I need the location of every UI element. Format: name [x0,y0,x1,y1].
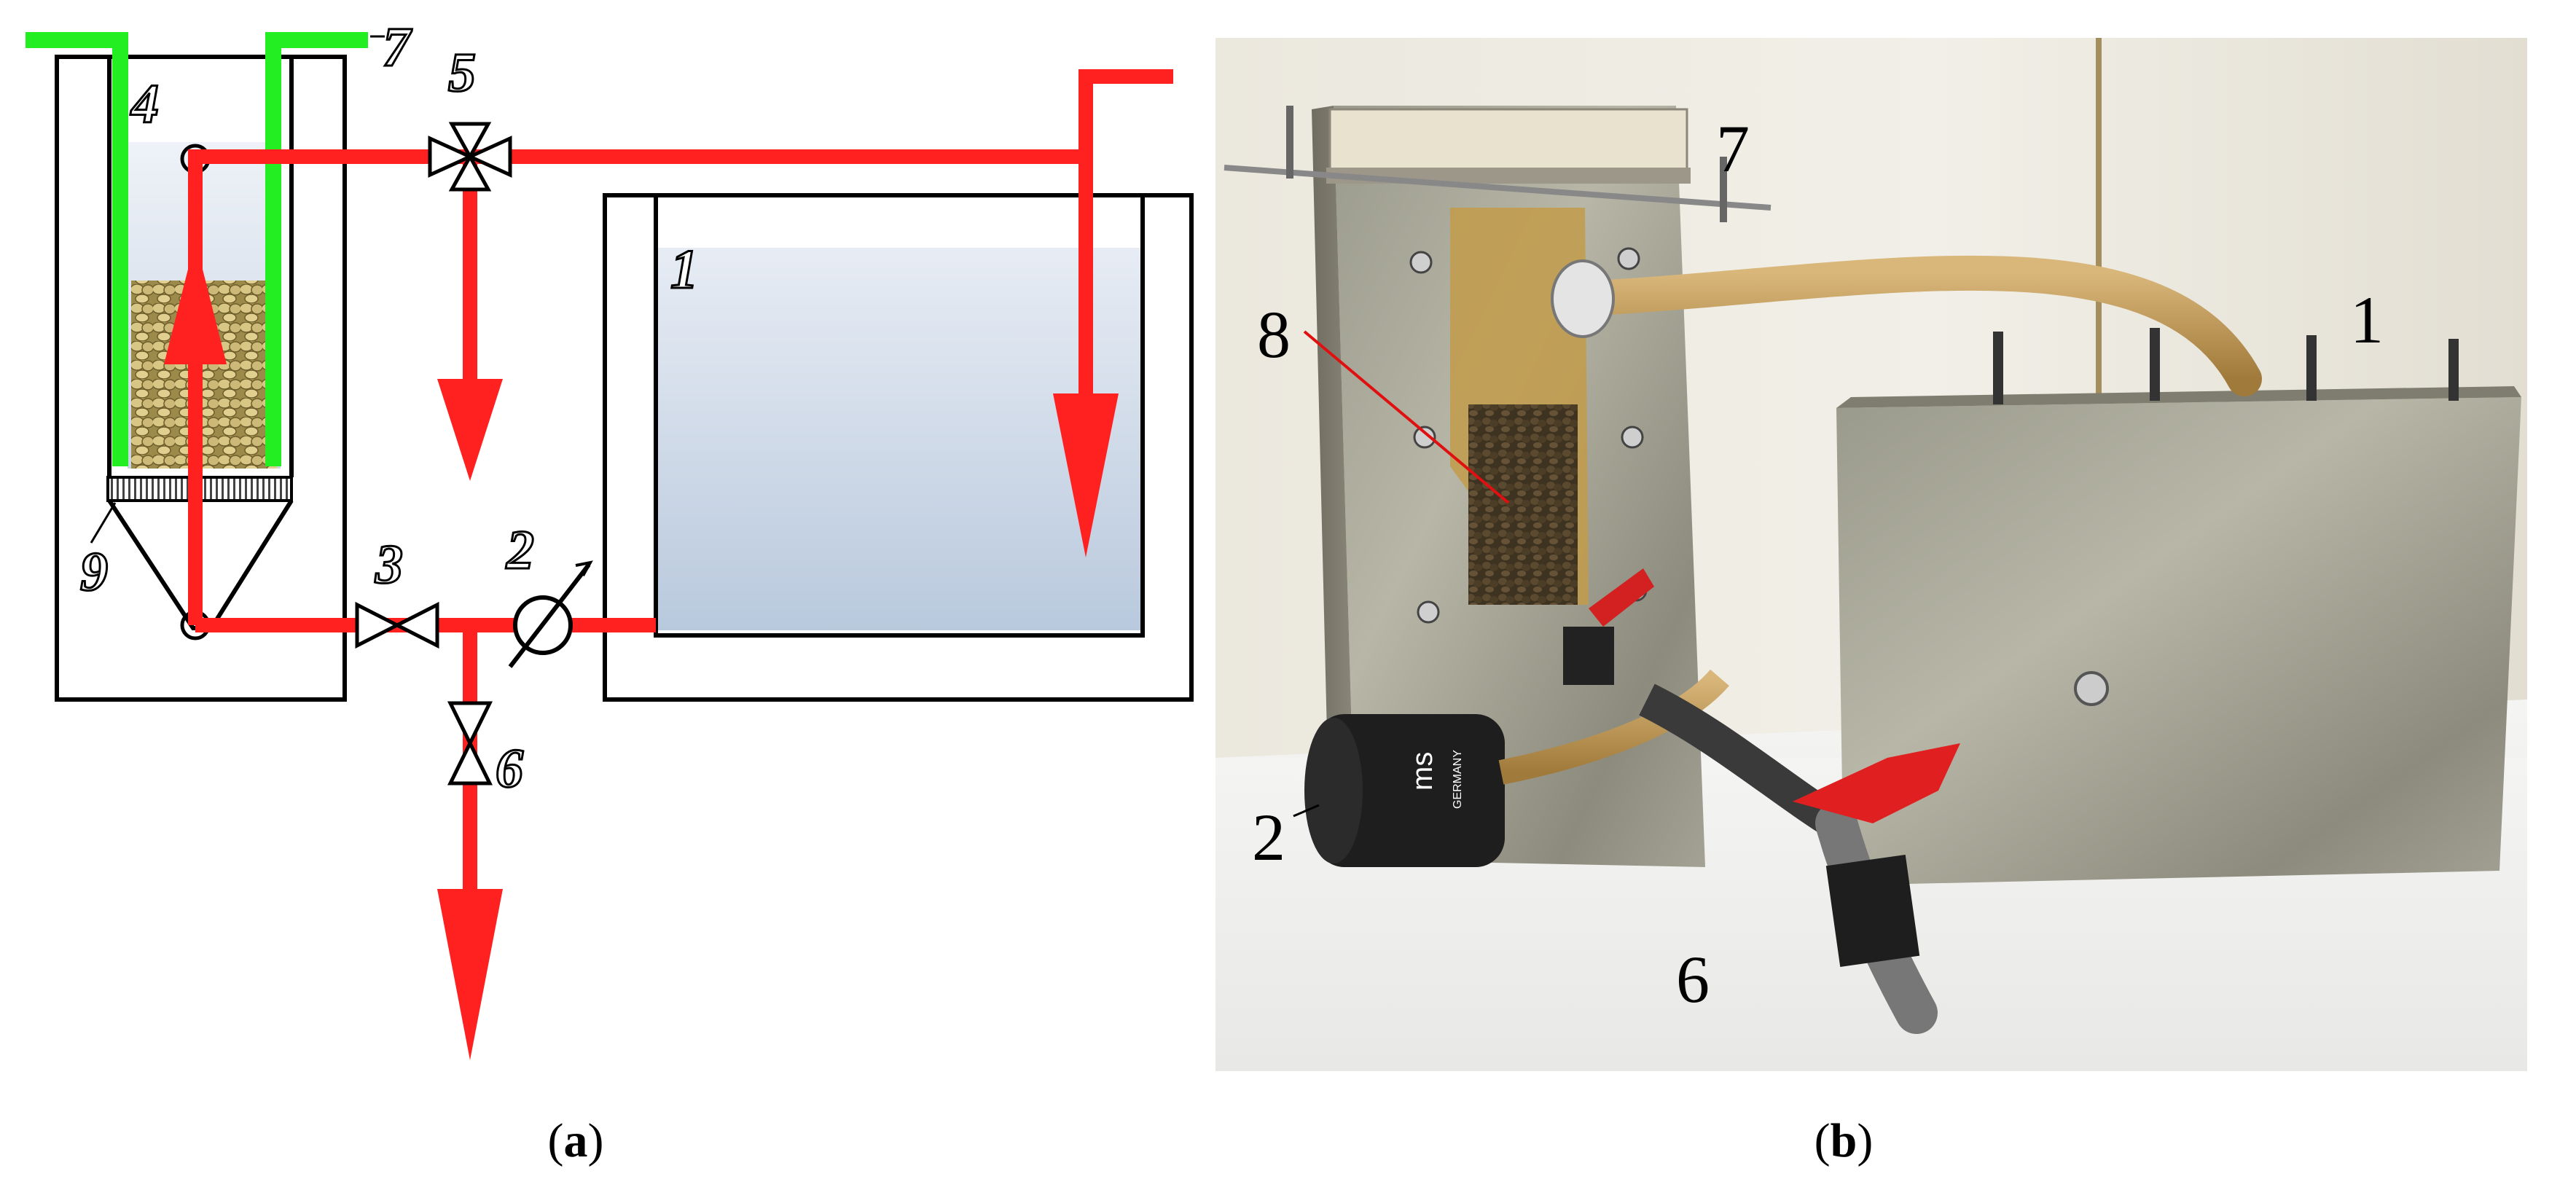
valve-fitting-upper [1563,627,1614,685]
lid [1224,106,1772,222]
label-pump: 2 [1252,800,1285,874]
lid-right [265,32,368,466]
label-meter: 2 [506,520,534,581]
valve-bottom [355,601,439,649]
transfer-hose [1564,255,2262,396]
caption-a-letter: a [563,1114,588,1167]
label-valve-bottom: 3 [375,534,403,595]
valve-handle-upper [1589,568,1654,627]
label-tank: 1 [670,239,698,300]
valve-top [428,122,512,192]
tank [1836,328,2521,885]
valve-handle [1793,743,1960,823]
media-bed [1468,404,1578,605]
pump-brand: ms [1406,752,1438,791]
label-valve-top: 5 [448,42,476,103]
caption-b-letter: b [1830,1114,1857,1167]
pump-origin: GERMANY [1452,750,1464,809]
caption-b: (b) [1814,1114,1874,1167]
valve-body [1825,855,1920,967]
label-tank: 1 [2350,283,2384,357]
label-inlet: 4 [130,74,159,135]
label-valve-drain: 6 [496,738,523,799]
column-enclosure [55,55,347,702]
caption-a: (a) [547,1114,604,1167]
arrow-tank-inlet [1053,393,1119,557]
label-valve: 6 [1676,942,1710,1016]
pump: ms GERMANY [1304,714,1505,867]
label-grate: 9 [80,541,108,603]
apparatus-photo: ms GERMANY 1 2 6 7 8 [1210,0,2576,1093]
label-lid: 7 [1716,111,1750,186]
pump-hose [1498,669,1729,785]
arrow-upflow [164,240,227,364]
tank-water [656,248,1140,630]
arrow-drain [437,889,503,1060]
arrow-top-drain [437,379,503,481]
lid-left [26,32,128,466]
media-leader-line [1303,330,1510,504]
label-media: 8 [1257,297,1291,372]
schematic-diagram: 1 2 3 4 5 6 7 9 [26,16,1194,1060]
tank-enclosure [603,193,1194,702]
photo-panel: ms GERMANY 1 2 6 7 8 [1210,0,2576,1093]
schematic-panel: 1 2 3 4 5 6 7 9 [0,0,1210,1093]
label-lid: 7 [383,17,412,78]
flow-meter [508,560,593,668]
valve-drain [447,701,493,785]
drain-pipe [1639,683,1846,839]
